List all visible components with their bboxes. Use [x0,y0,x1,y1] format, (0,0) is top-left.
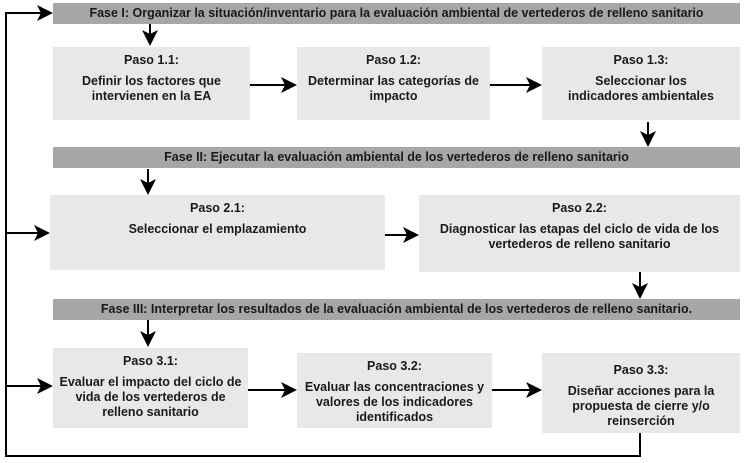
step-title: Paso 3.2: [367,359,422,373]
step-title: Paso 3.1: [123,354,178,368]
step-title: Paso 3.3: [613,363,669,377]
step-1-1: Paso 1.1: Definir los factores que inter… [53,47,250,120]
step-title: Paso 2.1: [190,201,245,215]
phase-3-bar: Fase III: Interpretar los resultados de … [53,299,740,320]
step-title: Paso 2.2: [552,201,607,215]
step-2-2: Paso 2.2: Diagnosticar las etapas del ci… [419,195,740,272]
step-1-3: Paso 1.3: Seleccionar los indicadores am… [542,47,740,120]
step-3-1: Paso 3.1: Evaluar el impacto del ciclo d… [53,348,248,428]
feedback-loop-line [5,5,641,457]
step-text: Definir los factores que intervienen en … [82,74,221,103]
step-2-1: Paso 2.1: Seleccionar el emplazamiento [50,195,385,270]
phase-2-bar: Fase II: Ejecutar la evaluación ambienta… [53,147,740,168]
step-text: Evaluar el impacto del ciclo de vida de … [59,375,242,419]
step-text: Seleccionar el emplazamiento [128,222,307,236]
step-text: Diseñar acciones para la propuesta de ci… [567,384,715,428]
step-3-3: Paso 3.3: Diseñar acciones para la propu… [542,353,740,433]
step-title: Paso 1.1: [124,53,179,67]
step-title: Paso 1.3: [613,53,669,67]
step-3-2: Paso 3.2: Evaluar las concentraciones y … [297,353,492,428]
step-1-2: Paso 1.2: Determinar las categorías de i… [297,47,490,120]
step-text: Diagnosticar las etapas del ciclo de vid… [439,222,720,251]
phase-1-bar: Fase I: Organizar la situación/inventari… [53,3,740,24]
step-text: Seleccionar los indicadores ambientales [568,74,714,103]
step-text: Determinar las categorías de impacto [308,74,479,103]
step-title: Paso 1.2: [366,53,421,67]
step-text: Evaluar las concentraciones y valores de… [304,380,485,424]
